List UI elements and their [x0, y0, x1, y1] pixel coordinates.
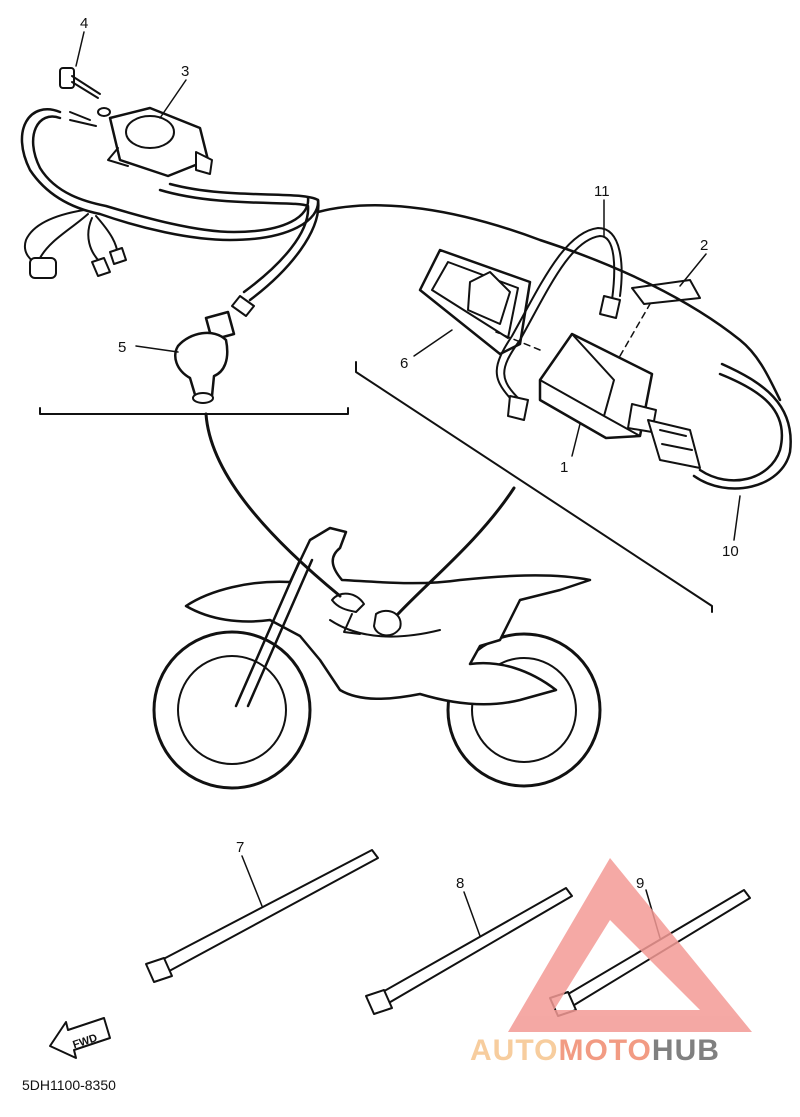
watermark-logo: AUTOMOTOHUB [470, 858, 752, 1067]
washer [97, 107, 111, 117]
motorcycle-silhouette [152, 526, 602, 790]
callout-1: 1 [560, 459, 568, 476]
leader-lines [75, 31, 741, 939]
bolt [59, 67, 101, 99]
cable-band-8 [365, 887, 573, 1015]
ignition-coil-group [20, 67, 320, 317]
cdi-unit [538, 332, 657, 440]
high-tension-lead [168, 182, 320, 302]
callout-4: 4 [80, 15, 88, 32]
callout-7: 7 [236, 839, 244, 856]
cable-band-7 [145, 849, 379, 983]
watermark-triangle [508, 858, 752, 1032]
spark-plug-cap [174, 310, 236, 404]
callout-3: 3 [181, 63, 189, 80]
callout-10: 10 [722, 543, 739, 560]
callout-2: 2 [700, 237, 708, 254]
callout-6: 6 [400, 355, 408, 372]
main-cable [316, 204, 782, 402]
diagram-code: 5DH1100-8350 [22, 1077, 116, 1093]
location-pointer-left [204, 412, 342, 598]
coil-connector [29, 257, 57, 279]
callout-8: 8 [456, 875, 464, 892]
location-pointer-right [396, 486, 516, 616]
lead-wire [495, 227, 623, 421]
group-bracket-left [39, 407, 349, 415]
callout-11: 11 [594, 183, 610, 200]
callout-5: 5 [118, 339, 126, 356]
callout-9: 9 [636, 875, 644, 892]
cdi-band [418, 248, 532, 356]
coil-lead-wire [20, 108, 320, 242]
watermark-text: AUTOMOTOHUB [470, 1034, 720, 1067]
group-bracket-right [355, 361, 713, 613]
forward-arrow-icon: FWD [49, 1017, 111, 1059]
assembly-guide [495, 303, 651, 357]
ignition-coil [107, 106, 213, 178]
cdi-wire-harness [647, 362, 792, 490]
